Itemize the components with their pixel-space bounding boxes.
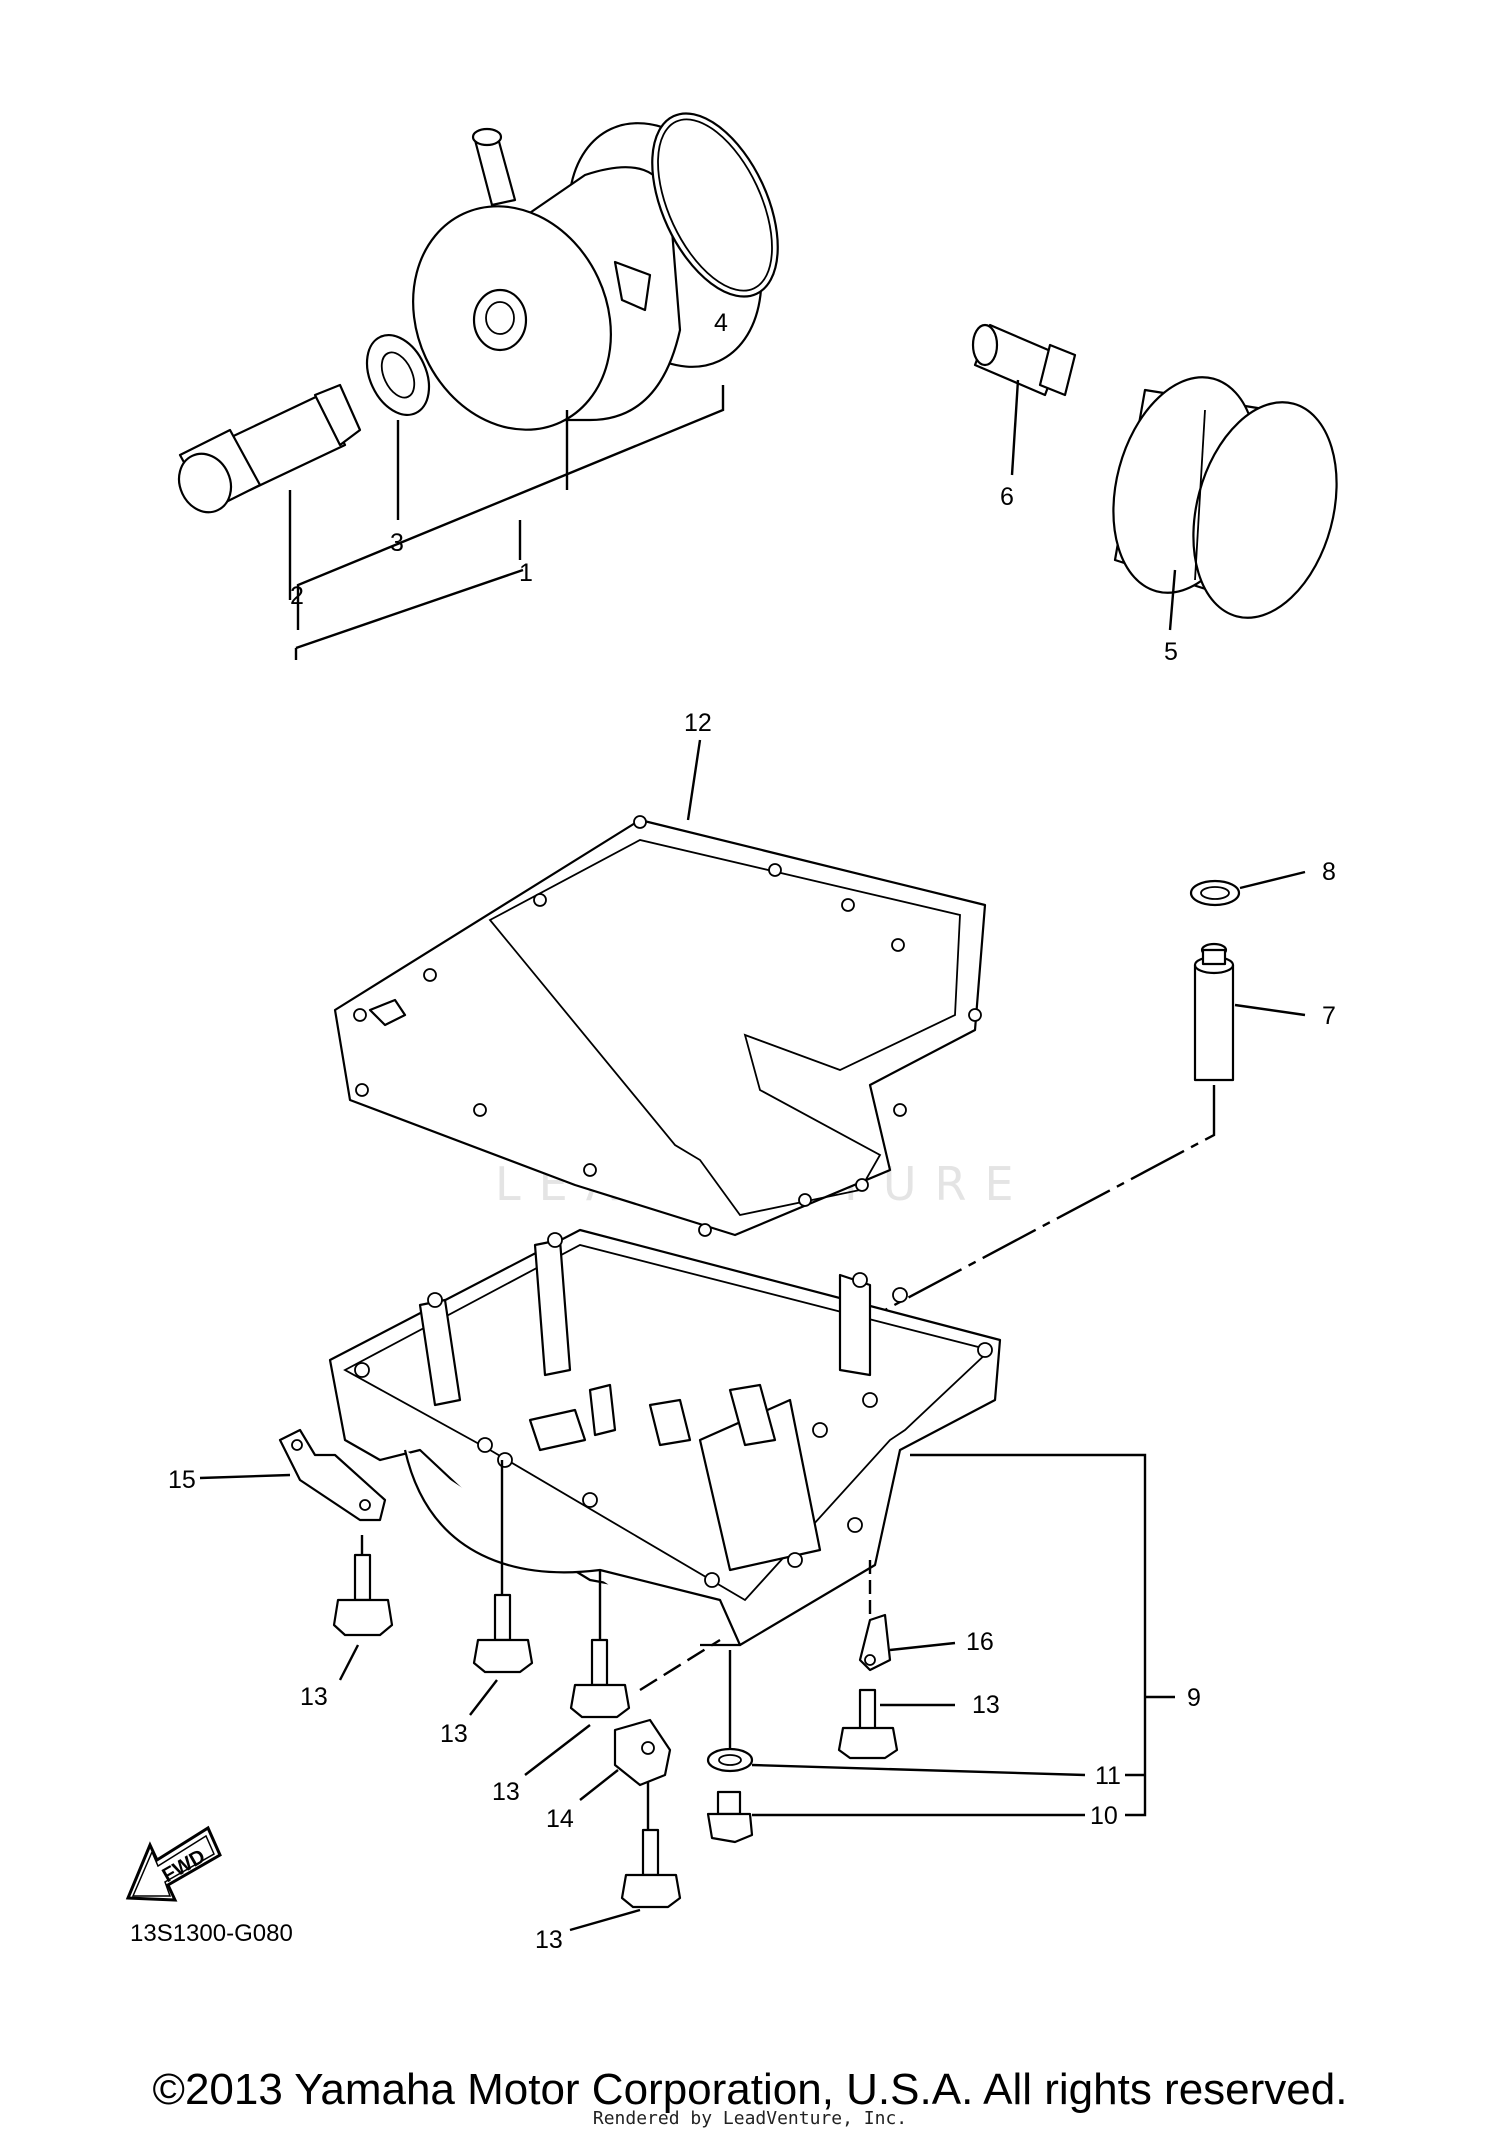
oil-pan-9 bbox=[328, 1228, 1002, 1647]
o-ring-8 bbox=[1189, 879, 1241, 907]
copyright-notice: ©2013 Yamaha Motor Corporation, U.S.A. A… bbox=[152, 2065, 1348, 2114]
union-bolt-2 bbox=[177, 383, 362, 514]
callout-5: 5 bbox=[1164, 638, 1178, 666]
callout-1: 1 bbox=[519, 559, 533, 587]
callout-13a: 13 bbox=[300, 1683, 328, 1711]
callout-12: 12 bbox=[684, 709, 712, 737]
callout-14: 14 bbox=[546, 1805, 574, 1833]
callout-13d: 13 bbox=[972, 1691, 1000, 1719]
callout-11: 11 bbox=[1095, 1762, 1121, 1790]
bracket-15 bbox=[278, 1428, 387, 1522]
callout-13b: 13 bbox=[440, 1720, 468, 1748]
bolt-13b bbox=[472, 1593, 534, 1674]
fwd-arrow-icon: FWD bbox=[125, 1825, 222, 1902]
bolt-13e bbox=[620, 1828, 682, 1909]
gasket-11 bbox=[706, 1747, 754, 1773]
callout-3: 3 bbox=[390, 529, 404, 557]
bolt-13d bbox=[837, 1688, 899, 1760]
oil-filter-5 bbox=[1112, 376, 1338, 619]
washer-3 bbox=[365, 334, 431, 416]
bolt-13c bbox=[569, 1638, 631, 1719]
diagram-code: 13S1300-G080 bbox=[130, 1920, 293, 1947]
o-ring-4 bbox=[651, 112, 779, 298]
pipe-7 bbox=[1193, 942, 1235, 1082]
stud-6 bbox=[971, 323, 1077, 397]
callout-7: 7 bbox=[1322, 1002, 1336, 1030]
drain-plug-10 bbox=[706, 1790, 754, 1844]
bolt-13a bbox=[332, 1553, 394, 1637]
callout-8: 8 bbox=[1322, 858, 1336, 886]
callout-9: 9 bbox=[1187, 1684, 1201, 1712]
callout-13c: 13 bbox=[492, 1778, 520, 1806]
callout-6: 6 bbox=[1000, 483, 1014, 511]
oil-pan-gasket-12 bbox=[333, 815, 987, 1237]
bracket-16 bbox=[858, 1613, 892, 1672]
callout-2: 2 bbox=[290, 582, 304, 610]
callout-10: 10 bbox=[1090, 1802, 1118, 1830]
callout-4: 4 bbox=[714, 309, 728, 337]
rendered-by: Rendered by LeadVenture, Inc. bbox=[592, 2108, 908, 2129]
callout-13e: 13 bbox=[535, 1926, 563, 1954]
cover-14 bbox=[613, 1718, 672, 1787]
callout-15: 15 bbox=[168, 1466, 196, 1494]
callout-16: 16 bbox=[966, 1628, 994, 1656]
